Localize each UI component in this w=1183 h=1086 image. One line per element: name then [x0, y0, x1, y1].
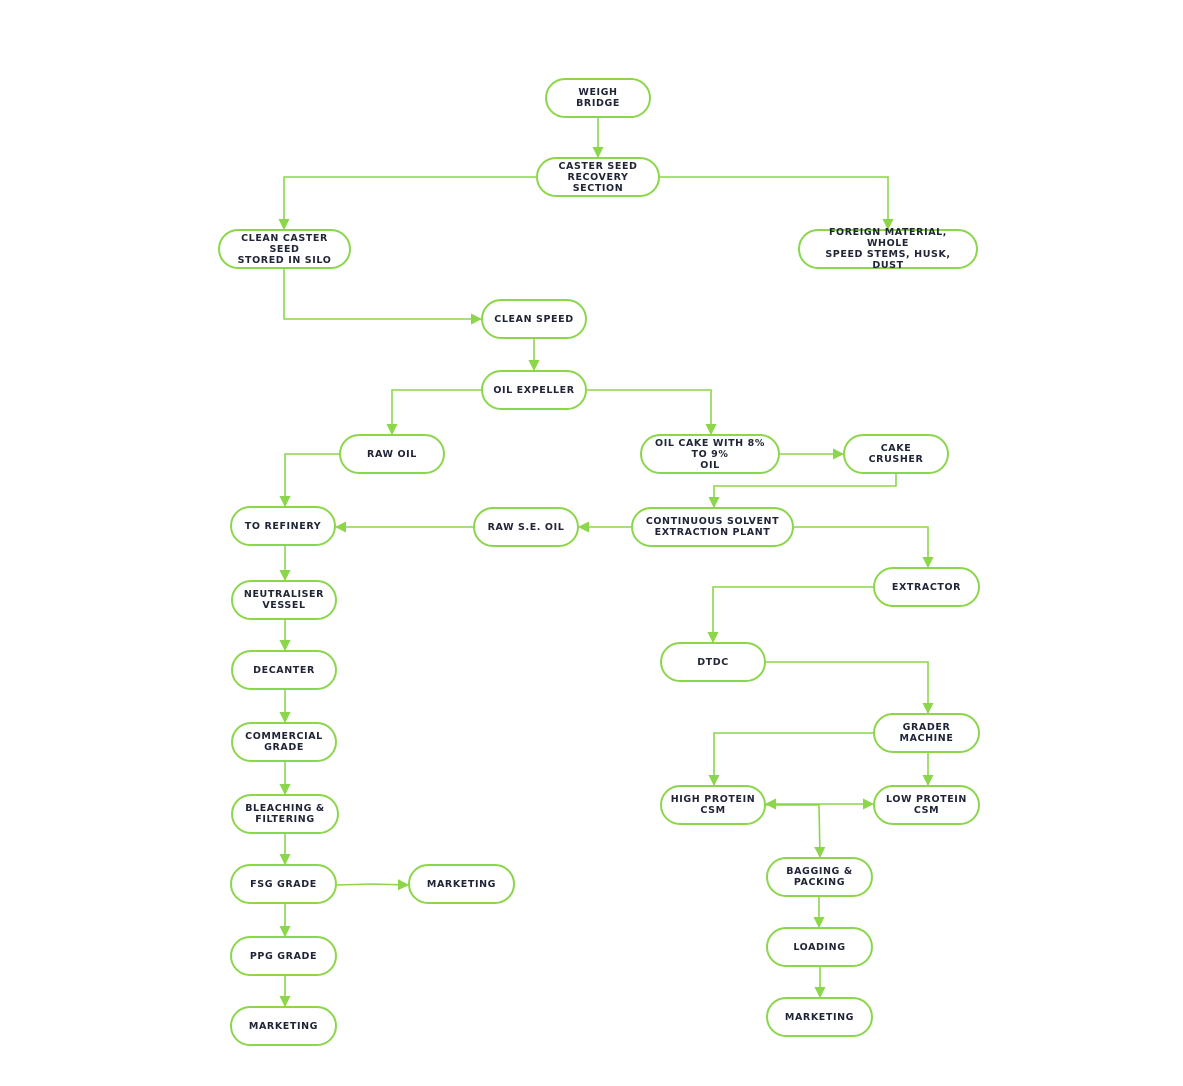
node-high-protein-csm: HIGH PROTEIN CSM — [660, 785, 766, 825]
connector-oil-expeller-to-raw-oil — [386, 389, 481, 436]
node-oil-cake: OIL CAKE WITH 8% TO 9% OIL — [640, 434, 780, 474]
node-loading: LOADING — [766, 927, 873, 967]
node-weigh-bridge: WEIGH BRIDGE — [545, 78, 651, 118]
node-fsg-grade: FSG GRADE — [230, 864, 337, 904]
node-to-refinery: TO REFINERY — [230, 506, 336, 546]
node-low-protein-csm: LOW PROTEIN CSM — [873, 785, 980, 825]
node-decanter: DECANTER — [231, 650, 337, 690]
node-extractor: EXTRACTOR — [873, 567, 980, 607]
node-grader-machine: GRADER MACHINE — [873, 713, 980, 753]
connector-fsg-grade-to-marketing-fsg — [336, 879, 410, 891]
node-marketing-right: MARKETING — [766, 997, 873, 1037]
connector-high-protein-csm-to-bagging-packing — [766, 804, 826, 859]
node-dtdc: DTDC — [660, 642, 766, 682]
connector-caster-seed-recovery-to-clean-caster-seed-silo — [278, 176, 536, 231]
node-foreign-material: FOREIGN MATERIAL, WHOLE SPEED STEMS, HUS… — [798, 227, 978, 271]
connector-oil-expeller-to-oil-cake — [587, 389, 717, 436]
node-raw-se-oil: RAW S.E. OIL — [473, 507, 579, 547]
node-raw-oil: RAW OIL — [339, 434, 445, 474]
connector-raw-oil-to-to-refinery — [279, 453, 339, 508]
node-caster-seed-recovery: CASTER SEED RECOVERY SECTION — [536, 157, 660, 197]
connector-grader-machine-to-high-protein-csm — [708, 732, 873, 787]
node-ppg-grade: PPG GRADE — [230, 936, 337, 976]
connector-extractor-to-dtdc — [707, 586, 873, 644]
connector-solvent-extraction-to-extractor — [794, 526, 934, 569]
node-cake-crusher: CAKE CRUSHER — [843, 434, 949, 474]
node-marketing-left: MARKETING — [230, 1006, 337, 1046]
node-neutraliser-vessel: NEUTRALISER VESSEL — [231, 580, 337, 620]
node-marketing-fsg: MARKETING — [408, 864, 515, 904]
node-bleaching-filtering: BLEACHING & FILTERING — [231, 794, 339, 834]
node-clean-caster-seed-silo: CLEAN CASTER SEED STORED IN SILO — [218, 229, 351, 269]
node-clean-speed: CLEAN SPEED — [481, 299, 587, 339]
connector-clean-caster-seed-silo-to-clean-speed — [283, 269, 483, 325]
connector-cake-crusher-to-solvent-extraction — [708, 474, 897, 509]
node-bagging-packing: BAGGING & PACKING — [766, 857, 873, 897]
node-oil-expeller: OIL EXPELLER — [481, 370, 587, 410]
node-solvent-extraction: CONTINUOUS SOLVENT EXTRACTION PLANT — [631, 507, 794, 547]
connector-dtdc-to-grader-machine — [766, 661, 934, 715]
connector-caster-seed-recovery-to-foreign-material — [660, 176, 894, 231]
node-commercial-grade: COMMERCIAL GRADE — [231, 722, 337, 762]
